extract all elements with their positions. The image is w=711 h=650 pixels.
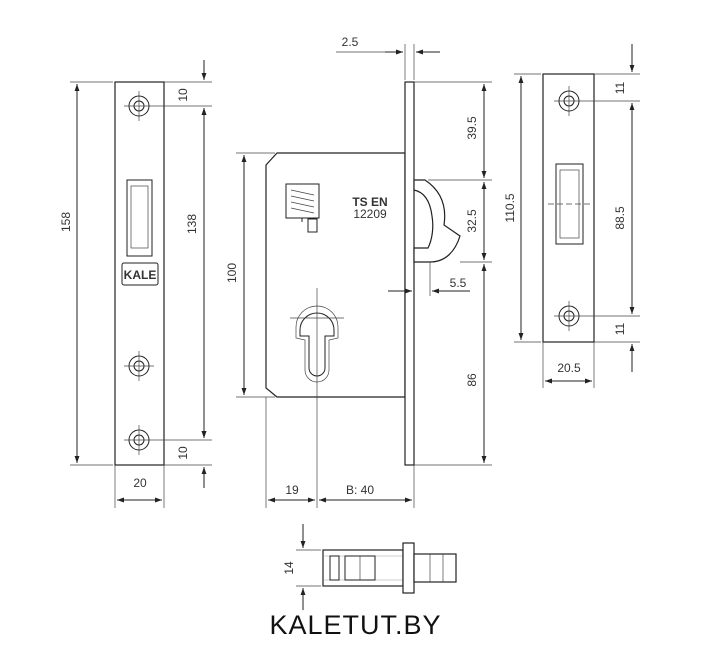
dim-faceplate-bottom-offset: 10 (176, 446, 190, 460)
standard-mark-line1: TS EN (352, 195, 387, 209)
dim-strike-height: 110.5 (503, 193, 517, 222)
faceplate-view: KALE 158 10 138 10 (59, 60, 212, 508)
dim-thickness: 2.5 (342, 35, 359, 49)
strike-screw-hole-bottom (554, 301, 584, 331)
kale-logo: KALE (121, 262, 159, 286)
faceplate-bolt-slot (126, 179, 153, 257)
dim-strike-bottom-offset: 11 (613, 322, 627, 335)
hook-bolt (413, 179, 461, 263)
dim-cylinder-to-bottom: 86 (465, 373, 479, 387)
dim-body-height: 100 (225, 263, 239, 283)
lock-case (265, 152, 406, 398)
faceplate-screw-hole-top (124, 91, 154, 121)
faceplate (114, 81, 165, 466)
faceplate-screw-hole-bottom (124, 425, 154, 455)
dim-hook-top: 39.5 (465, 116, 479, 140)
dim-faceplate-height: 158 (59, 212, 73, 232)
dim-strike-width: 20.5 (557, 361, 581, 375)
faceplate-screw-hole-middle (124, 351, 154, 381)
dim-hook-projection: 5.5 (450, 276, 467, 290)
dim-backset: B: 40 (346, 483, 374, 497)
dim-backset-offset: 19 (285, 483, 299, 497)
lock-front-plate (404, 81, 415, 466)
brand-watermark: KALETUT.BY (269, 610, 442, 640)
dim-strike-top-offset: 11 (613, 81, 627, 94)
dim-faceplate-top-offset: 10 (176, 88, 190, 102)
dim-bolt-thickness: 14 (282, 561, 296, 575)
lock-body-view: TS EN 12209 2.5 39.5 32.5 86 5.5 (225, 35, 492, 508)
kale-logo-text: KALE (124, 268, 157, 282)
cylinder-hole (290, 288, 344, 402)
strike-plate-view: 110.5 11 88.5 11 20.5 (503, 44, 640, 388)
spring-mechanism (285, 183, 320, 233)
dim-hook-height: 32.5 (465, 209, 479, 233)
standard-mark-line2: 12209 (353, 207, 387, 221)
dim-faceplate-width: 20 (133, 476, 147, 490)
dim-faceplate-hole-spacing: 138 (185, 214, 199, 234)
strike-screw-hole-top (554, 86, 584, 116)
strike-slot (555, 163, 584, 245)
bolt-top-view: 14 (282, 524, 457, 610)
strike-plate (542, 73, 595, 343)
dim-strike-hole-spacing: 88.5 (613, 206, 627, 230)
